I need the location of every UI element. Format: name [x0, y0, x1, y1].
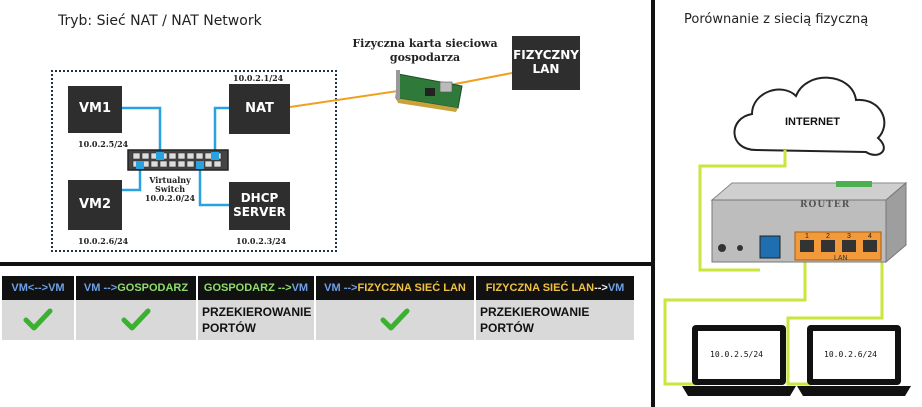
nat-box: NAT — [229, 84, 290, 134]
table-header-3-part-1: GOSPODARZ --> — [203, 282, 292, 294]
vm2-ip: 10.0.2.6/24 — [78, 236, 129, 246]
table-cell-3-line2: PORTÓW — [202, 321, 256, 335]
link-router-internet — [698, 150, 787, 272]
router-port-3: 3 — [847, 233, 851, 240]
router-label: ROUTER — [800, 200, 851, 210]
check-icon — [23, 308, 53, 331]
table-header-1: VM<-->VM — [2, 276, 74, 300]
check-icon — [121, 308, 151, 331]
left-title: Tryb: Sieć NAT / NAT Network — [58, 13, 262, 29]
vm2-box: VM2 — [68, 180, 122, 230]
table-header-3-part-2: VM — [291, 282, 309, 294]
link-vm2-switch — [122, 170, 142, 192]
router-port-4: 4 — [868, 233, 872, 240]
table-cell-5: PRZEKIEROWANIE PORTÓW — [476, 300, 634, 340]
virtual-switch-icon — [127, 149, 229, 171]
laptop-2-icon — [797, 325, 911, 396]
link-port1-laptop1 — [663, 262, 807, 386]
switch-label-line2: Switch — [154, 184, 186, 195]
router-icon — [710, 181, 908, 264]
link-vm1-switch — [122, 106, 162, 152]
table-header-2-part-1: VM --> — [83, 282, 118, 294]
internet-cloud-icon — [733, 76, 886, 156]
table-cell-5-line2: PORTÓW — [480, 321, 534, 335]
link-nic-lan — [449, 72, 513, 86]
laptop-2-ip: 10.0.2.6/24 — [824, 350, 877, 359]
table-cell-3-line1: PRZEKIEROWANIE — [202, 304, 312, 319]
dhcp-ip: 10.0.2.3/24 — [236, 236, 287, 246]
link-nat-nic — [289, 89, 406, 108]
switch-label-line3: 10.0.2.0/24 — [144, 193, 196, 204]
right-title: Porównanie z siecią fizyczną — [684, 12, 869, 27]
table-header-5-part-1: FIZYCZNA SIEĆ LAN — [485, 282, 595, 294]
switch-label: Virtualny Switch 10.0.2.0/24 — [140, 175, 200, 204]
link-nat-switch — [213, 106, 229, 152]
horizontal-divider — [0, 262, 651, 266]
table-cell-1 — [2, 300, 74, 340]
laptop-1-ip: 10.0.2.5/24 — [710, 350, 763, 359]
lan-label-line2: LAN — [532, 62, 560, 76]
link-port4-laptop2 — [786, 262, 884, 386]
table-cell-3: PRZEKIEROWANIE PORTÓW — [198, 300, 314, 340]
dhcp-server-box: DHCP SERVER — [229, 182, 290, 230]
vm1-box: VM1 — [68, 86, 122, 133]
link-dhcp-switch — [198, 170, 229, 207]
virtual-network-boundary — [51, 70, 337, 252]
nic-label: Fizyczna karta sieciowa gospodarza — [350, 37, 500, 66]
table-header-2: VM -->GOSPODARZ — [76, 276, 196, 300]
table-header-4-part-2: FIZYCZNA SIEĆ LAN — [357, 282, 466, 294]
laptop-1-icon — [682, 325, 796, 396]
router-port-2: 2 — [826, 233, 830, 240]
table-header-4-part-1: VM --> — [324, 282, 358, 294]
check-icon — [380, 308, 410, 331]
table-header-3: GOSPODARZ -->VM — [198, 276, 314, 300]
dhcp-label-line2: SERVER — [233, 205, 286, 219]
router-port-1: 1 — [805, 233, 809, 240]
table-cell-4 — [316, 300, 474, 340]
network-card-icon — [395, 70, 463, 112]
vertical-divider — [651, 0, 655, 407]
table-header-4: VM --> FIZYCZNA SIEĆ LAN — [316, 276, 474, 300]
table-header-2-part-2: GOSPODARZ — [117, 282, 189, 294]
nat-ip: 10.0.2.1/24 — [233, 73, 284, 83]
table-cell-2 — [76, 300, 196, 340]
dhcp-label-line1: DHCP — [240, 191, 279, 206]
table-header-5: FIZYCZNA SIEĆ LAN -->VM — [476, 276, 634, 300]
table-header-5-part-3: VM — [607, 282, 625, 294]
switch-label-line1: Virtualny — [149, 175, 191, 185]
table-cell-5-line1: PRZEKIEROWANIE — [480, 304, 590, 319]
nic-label-line2: gospodarza — [389, 51, 461, 65]
vm1-ip: 10.0.2.5/24 — [78, 139, 129, 149]
physical-lan-box: FIZYCZNY LAN — [512, 36, 580, 90]
table-header-1-part-1: VM<-->VM — [11, 282, 65, 294]
table-header-5-part-2: --> — [594, 282, 608, 294]
nic-label-line1: Fizyczna karta sieciowa — [352, 37, 498, 50]
internet-label: INTERNET — [785, 116, 840, 128]
lan-label-line1: FIZYCZNY — [513, 48, 579, 63]
router-lan-label: LAN — [834, 255, 848, 262]
